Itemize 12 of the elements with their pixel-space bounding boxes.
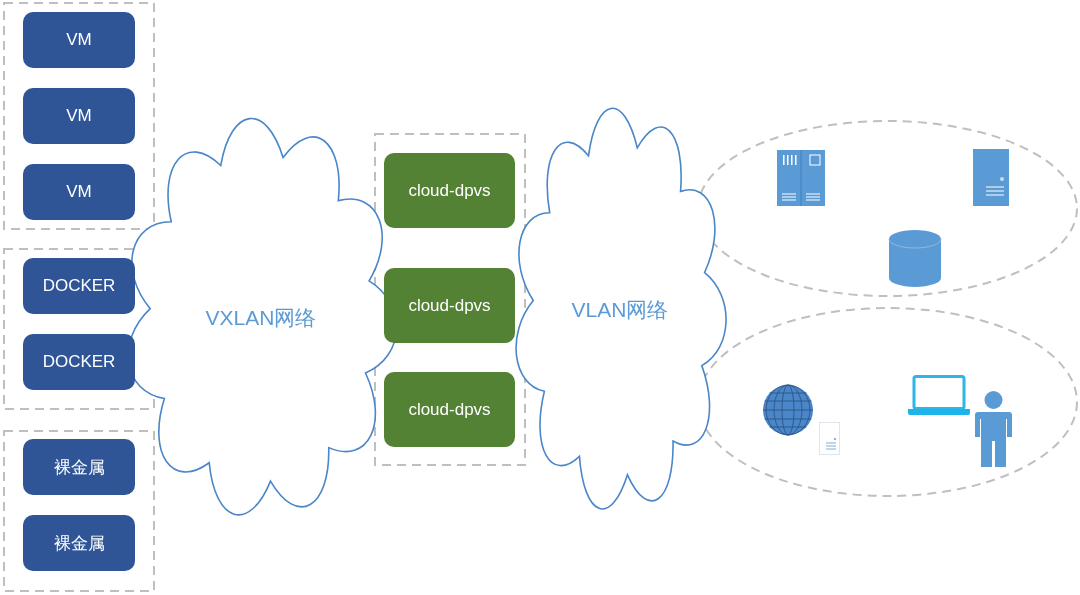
network-label: VXLAN网络 bbox=[205, 305, 317, 331]
node-box: cloud-dpvs bbox=[384, 372, 515, 447]
network-label: VLAN网络 bbox=[571, 297, 669, 323]
node-box: cloud-dpvs bbox=[384, 153, 515, 228]
node-box: VM bbox=[23, 12, 135, 68]
node-box: DOCKER bbox=[23, 334, 135, 390]
node-box: VM bbox=[23, 164, 135, 220]
node-box: 裸金属 bbox=[23, 439, 135, 495]
node-box: cloud-dpvs bbox=[384, 268, 515, 343]
node-box: DOCKER bbox=[23, 258, 135, 314]
node-box: 裸金属 bbox=[23, 515, 135, 571]
node-box: VM bbox=[23, 88, 135, 144]
